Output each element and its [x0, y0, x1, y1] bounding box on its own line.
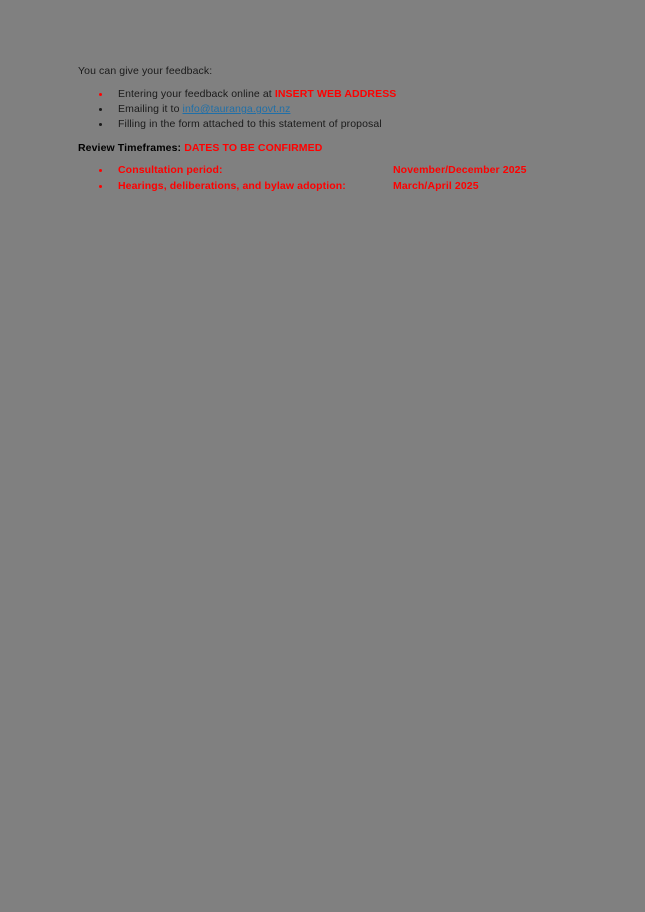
review-timeframes-heading: Review Timeframes: DATES TO BE CONFIRMED [78, 141, 578, 155]
bullet-dot-icon [99, 184, 103, 188]
timeframe-label: Hearings, deliberations, and bylaw adopt… [118, 180, 346, 192]
feedback-option-text: Emailing it to [118, 103, 183, 115]
feedback-option-text: Filling in the form attached to this sta… [118, 118, 382, 130]
document-content: You can give your feedback: Entering you… [78, 64, 578, 194]
bullet-dot-icon [99, 108, 103, 112]
list-item: Filling in the form attached to this sta… [78, 117, 578, 132]
timeframe-date: November/December 2025 [393, 164, 527, 176]
insert-web-address-placeholder: INSERT WEB ADDRESS [274, 88, 397, 100]
table-row: Hearings, deliberations, and bylaw adopt… [78, 178, 578, 194]
table-row: Consultation period: November/December 20… [78, 162, 578, 178]
review-timeframes-list: Consultation period: November/December 20… [78, 162, 578, 194]
review-timeframes-label: Review Timeframes: [78, 142, 182, 154]
bullet-dot-icon [99, 168, 103, 172]
timeframe-label: Consultation period: [118, 164, 223, 176]
bullet-dot-icon [99, 123, 103, 127]
email-link[interactable]: info@tauranga.govt.nz [182, 103, 291, 115]
list-item: Emailing it to info@tauranga.govt.nz [78, 102, 578, 117]
feedback-option-text: Entering your feedback online at [118, 88, 275, 100]
dates-to-be-confirmed-status: DATES TO BE CONFIRMED [184, 142, 323, 154]
feedback-intro-text: You can give your feedback: [78, 65, 213, 77]
timeframe-date: March/April 2025 [393, 180, 479, 192]
feedback-options-list: Entering your feedback online at INSERT … [78, 87, 578, 132]
bullet-dot-icon [99, 93, 103, 97]
list-item: Entering your feedback online at INSERT … [78, 87, 578, 102]
